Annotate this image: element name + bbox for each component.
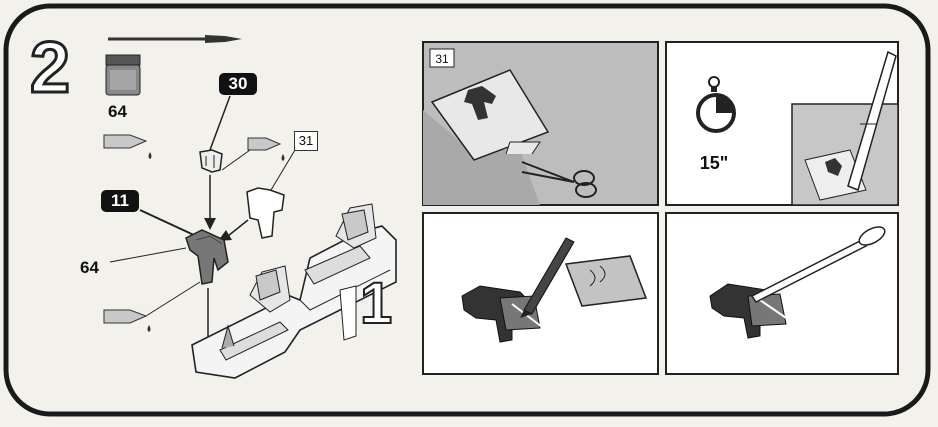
glue-tube-icon: [248, 138, 285, 161]
cockpit-part-number: 1: [360, 270, 392, 337]
assembly-arrow: [228, 220, 248, 236]
leader-line: [140, 210, 196, 236]
part-31-panel: [247, 188, 284, 238]
part-11-color-code: 64: [80, 258, 99, 278]
part-30-bracket: [200, 150, 222, 172]
part-11-badge: 11: [101, 190, 139, 212]
leader-line: [110, 248, 186, 262]
paint-color-code: 64: [108, 102, 127, 122]
panel-press-decal: [666, 213, 898, 374]
leader-line: [222, 150, 250, 170]
part-31-label: 31: [294, 131, 318, 151]
panel-apply-decal: [423, 213, 658, 374]
part-30-badge: 30: [219, 73, 257, 95]
leader-line: [146, 282, 200, 316]
paint-jar-icon: [106, 55, 140, 95]
arrow-head: [204, 218, 216, 230]
paintbrush-icon: [108, 35, 242, 43]
soak-time-label: 15": [700, 153, 729, 173]
panel-cut-decal: 31: [423, 42, 658, 205]
step-number: 2: [30, 28, 70, 108]
glue-tube-icon: [104, 310, 151, 332]
decal-number-label: 31: [435, 52, 449, 66]
glue-tube-icon: [104, 135, 152, 159]
leader-line: [210, 96, 230, 150]
